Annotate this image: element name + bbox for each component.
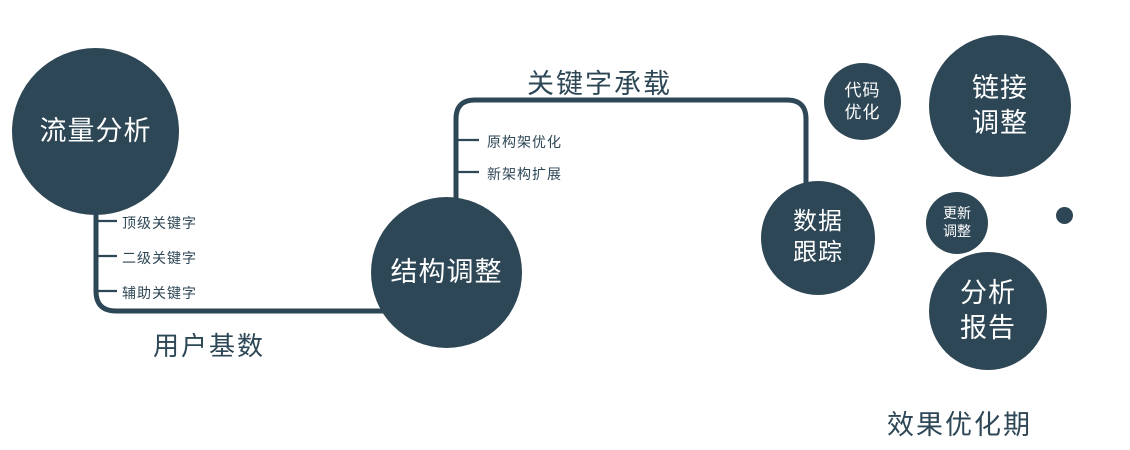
- node-analysis-report: 分析 报告: [929, 252, 1047, 370]
- node-data-tracking: 数据 跟踪: [761, 181, 875, 295]
- node-label: 流量分析: [39, 116, 152, 147]
- branch-label-new-architecture: 新架构扩展: [487, 166, 562, 182]
- node-label-line: 报告: [960, 313, 1016, 343]
- node-structure-adjustment: 结构调整: [371, 197, 522, 348]
- node-label-line: 跟踪: [793, 239, 843, 266]
- node-label-line: 优化: [844, 102, 881, 122]
- footer-label-effect-optimization: 效果优化期: [887, 410, 1032, 440]
- branch-label-top-keywords: 顶级关键字: [122, 215, 197, 231]
- node-traffic-analysis: 流量分析: [12, 48, 179, 215]
- branch-label-auxiliary-keywords: 辅助关键字: [122, 285, 197, 301]
- bullet-dot: [1056, 207, 1073, 224]
- node-label-line: 调整: [972, 108, 1028, 138]
- branch-label-secondary-keywords: 二级关键字: [122, 250, 197, 266]
- edge-label-keyword-carry: 关键字承载: [527, 69, 672, 99]
- connector-structure-to-tracking: [453, 97, 809, 204]
- node-label: 结构调整: [390, 257, 503, 288]
- node-label-line: 数据: [793, 208, 843, 236]
- node-label-line: 更新: [943, 205, 971, 222]
- node-code-optimization: 代码 优化: [824, 63, 901, 140]
- node-label-line: 调整: [943, 223, 971, 239]
- node-label-line: 分析: [960, 278, 1016, 309]
- node-label-line: 代码: [844, 80, 881, 100]
- edge-label-user-base: 用户基数: [153, 331, 266, 361]
- node-label-line: 链接: [972, 73, 1028, 104]
- node-update-adjustment: 更新 调整: [926, 192, 988, 254]
- node-link-adjustment: 链接 调整: [929, 35, 1071, 177]
- branch-label-original-architecture: 原构架优化: [487, 134, 562, 150]
